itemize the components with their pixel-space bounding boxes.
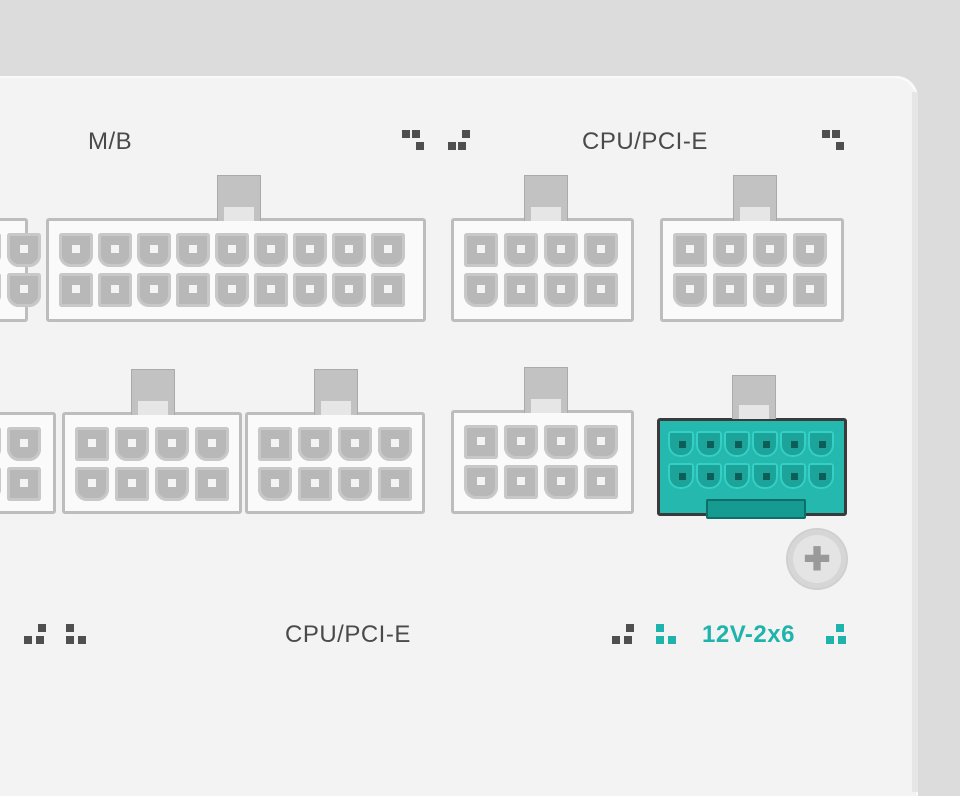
connector-cpu-pcie-bottom-3[interactable] — [451, 367, 634, 514]
connector-cpu-pcie-top-1[interactable] — [451, 175, 634, 322]
connector-cpu-pcie-top-2[interactable] — [660, 175, 844, 322]
connector-partial-left-bottom[interactable] — [0, 412, 56, 514]
connector-12v-2x6[interactable] — [657, 375, 847, 519]
connector-cpu-pcie-bottom-2[interactable] — [245, 369, 425, 514]
screw: ✚ — [788, 530, 846, 588]
label-mb: M/B — [88, 128, 133, 155]
sense-pins — [706, 499, 806, 519]
connector-partial-left-top[interactable] — [0, 218, 41, 322]
label-cpu-pcie-bottom: CPU/PCI-E — [285, 621, 411, 648]
label-12v-2x6: 12V-2x6 — [702, 621, 795, 648]
connector-mb-24pin[interactable] — [46, 175, 426, 322]
connector-cpu-pcie-bottom-1[interactable] — [62, 369, 242, 514]
panel-side-edge — [912, 92, 918, 792]
label-cpu-pcie-top: CPU/PCI-E — [582, 128, 708, 155]
plus-screw-icon: ✚ — [803, 541, 831, 577]
